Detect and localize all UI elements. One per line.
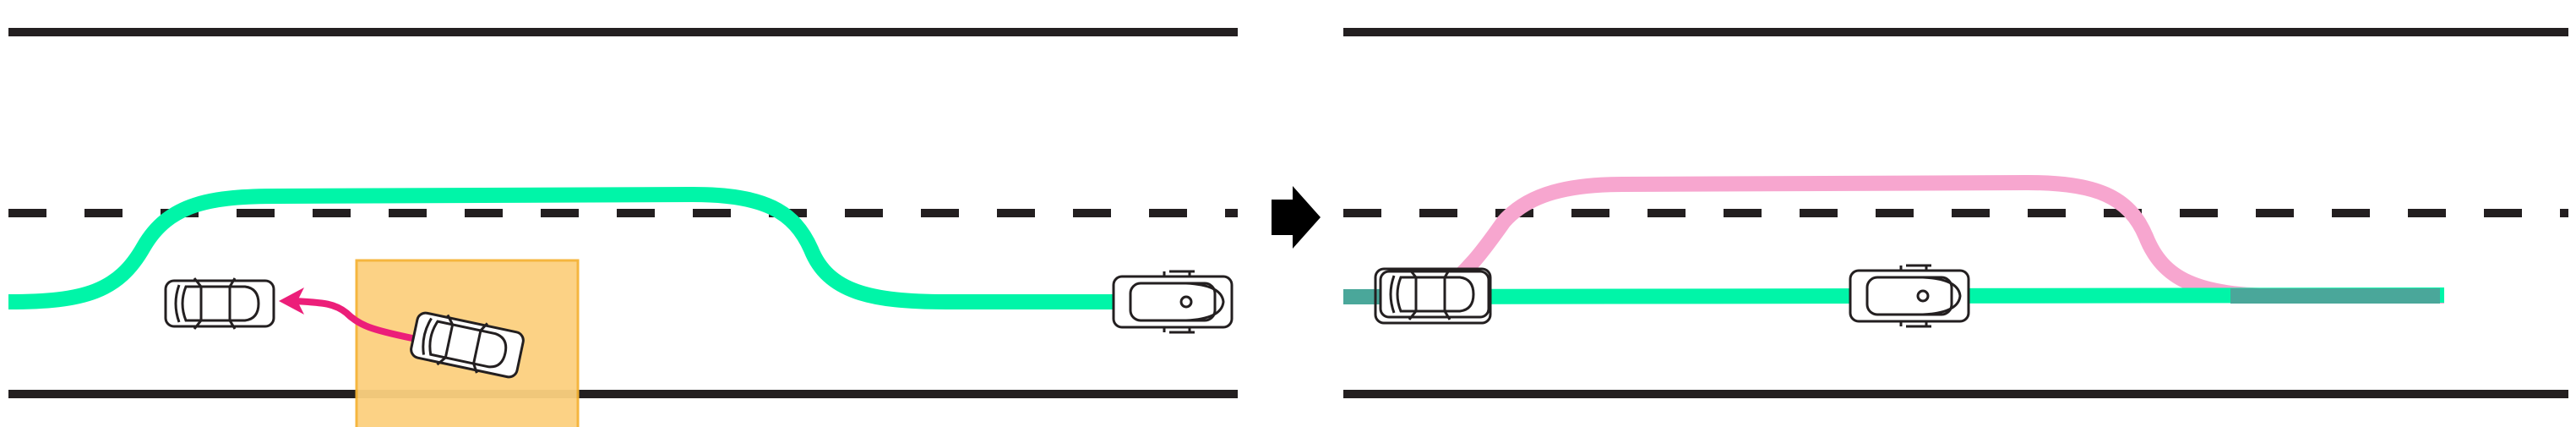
lead-vehicle (1379, 267, 1490, 321)
lead-vehicle (164, 276, 275, 331)
planned-path (8, 187, 1115, 309)
panel-before (8, 28, 1238, 427)
ego-vehicle (1112, 270, 1234, 334)
lead-vehicle-outline (1374, 267, 1492, 325)
cut-in-arrowhead (279, 287, 304, 315)
panel-after (1342, 28, 2568, 398)
previous-path (1431, 175, 2444, 304)
right-arrow-icon (1272, 186, 1321, 249)
cut-in-arrow (295, 298, 413, 342)
ego-vehicle (1849, 264, 1970, 328)
